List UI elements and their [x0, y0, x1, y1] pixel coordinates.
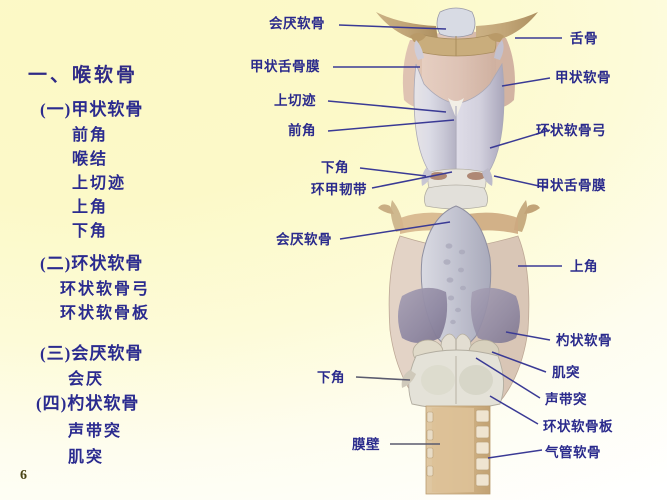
- outline-item-4-1: 声带突: [68, 423, 123, 440]
- upper-larynx-figure: [376, 7, 538, 210]
- outline-heading: 一、喉软骨: [28, 65, 139, 86]
- outline-item-1-3: 上切迹: [72, 175, 127, 192]
- label-lower-right-1: 上角: [570, 259, 598, 274]
- label-upper-right-4: 甲状舌骨膜: [536, 178, 606, 193]
- leader-lines: [327, 24, 562, 459]
- lower-larynx-figure: [378, 200, 540, 495]
- label-lower-right-5: 环状软骨板: [543, 419, 613, 434]
- larynx-illustration: [327, 7, 562, 495]
- label-lower-left-1: 会厌软骨: [276, 232, 332, 247]
- label-lower-left-2: 下角: [317, 370, 345, 385]
- label-upper-right-2: 甲状软骨: [555, 70, 611, 85]
- outline-item-1-2: 喉结: [72, 151, 109, 168]
- outline-item-2-2: 环状软骨板: [60, 305, 151, 322]
- page-number: 6: [20, 468, 27, 483]
- label-upper-left-5: 下角: [321, 160, 349, 175]
- outline-item-3-1: 会厌: [68, 371, 105, 388]
- label-upper-left-2: 甲状舌骨膜: [250, 59, 320, 74]
- outline-section-title-3: (三)会厌软骨: [40, 344, 144, 363]
- outline-section-title-4: (四)杓状软骨: [36, 394, 140, 413]
- label-upper-left-4: 前角: [288, 123, 316, 138]
- label-lower-right-6: 气管软骨: [545, 445, 601, 460]
- label-lower-right-4: 声带突: [545, 392, 587, 407]
- label-upper-left-1: 会厌软骨: [269, 16, 325, 31]
- label-upper-right-1: 舌骨: [570, 31, 598, 46]
- outline-item-4-2: 肌突: [68, 449, 105, 466]
- label-lower-right-3: 肌突: [552, 365, 580, 380]
- outline-item-2-1: 环状软骨弓: [60, 281, 151, 298]
- outline-panel: 一、喉软骨 (一)甲状软骨 前角 喉结 上切迹 上角 下角 (二)环状软骨 环状…: [0, 0, 250, 500]
- outline-item-1-5: 下角: [72, 223, 109, 240]
- label-upper-left-6: 环甲韧带: [311, 182, 367, 197]
- label-lower-left-3: 膜壁: [352, 437, 380, 452]
- outline-item-1-1: 前角: [72, 127, 109, 144]
- label-upper-left-3: 上切迹: [274, 93, 316, 108]
- label-upper-right-3: 环状软骨弓: [536, 123, 606, 138]
- outline-section-title-1: (一)甲状软骨: [40, 100, 144, 119]
- outline-item-1-4: 上角: [72, 199, 109, 216]
- figure-area: 会厌软骨 甲状舌骨膜 上切迹 前角 下角 环甲韧带 舌骨 甲状软骨 环状软骨弓 …: [250, 0, 667, 500]
- label-lower-right-2: 杓状软骨: [556, 333, 612, 348]
- outline-section-title-2: (二)环状软骨: [40, 254, 144, 273]
